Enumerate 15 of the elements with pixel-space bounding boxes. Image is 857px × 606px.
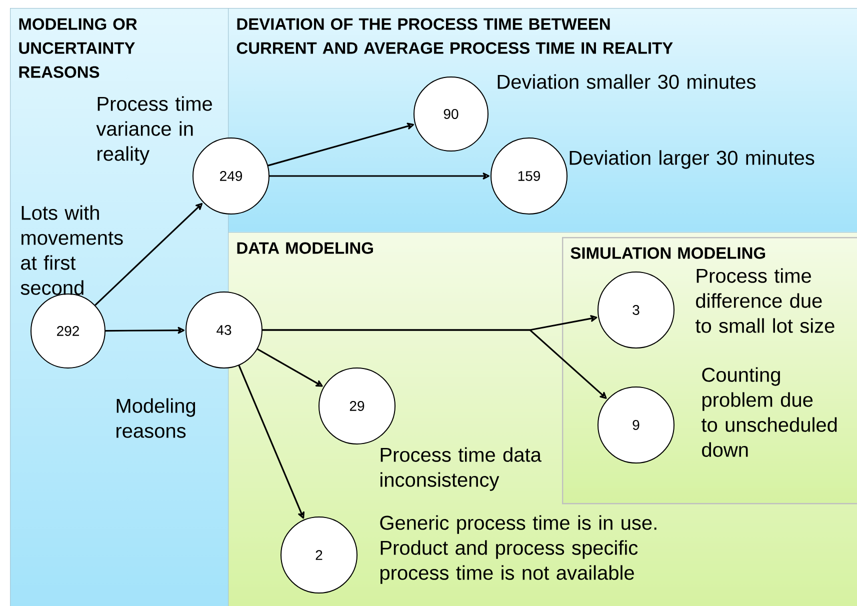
annotation-text: Generic process time is in use. Product and process specific process time is not available bbox=[380, 515, 656, 584]
annotation-text: Lots with movements at first second bbox=[20, 205, 123, 295]
annotation-text: Process time data inconsistency bbox=[380, 447, 542, 491]
annotation-text: Counting problem due to unscheduled down bbox=[702, 367, 837, 457]
annotation-text: Deviation smaller 30 minutes bbox=[498, 74, 756, 89]
arrow bbox=[106, 326, 184, 334]
arrow bbox=[238, 365, 304, 519]
annotation-text: Modeling reasons bbox=[116, 398, 196, 438]
arrow bbox=[94, 203, 203, 306]
arrow bbox=[262, 329, 607, 399]
annotation-text: Deviation larger 30 minutes bbox=[570, 150, 814, 169]
annotation-text: Process time difference due to small lot size bbox=[696, 268, 834, 333]
arrow bbox=[257, 348, 323, 387]
arrow bbox=[270, 172, 490, 180]
arrow bbox=[268, 122, 414, 166]
